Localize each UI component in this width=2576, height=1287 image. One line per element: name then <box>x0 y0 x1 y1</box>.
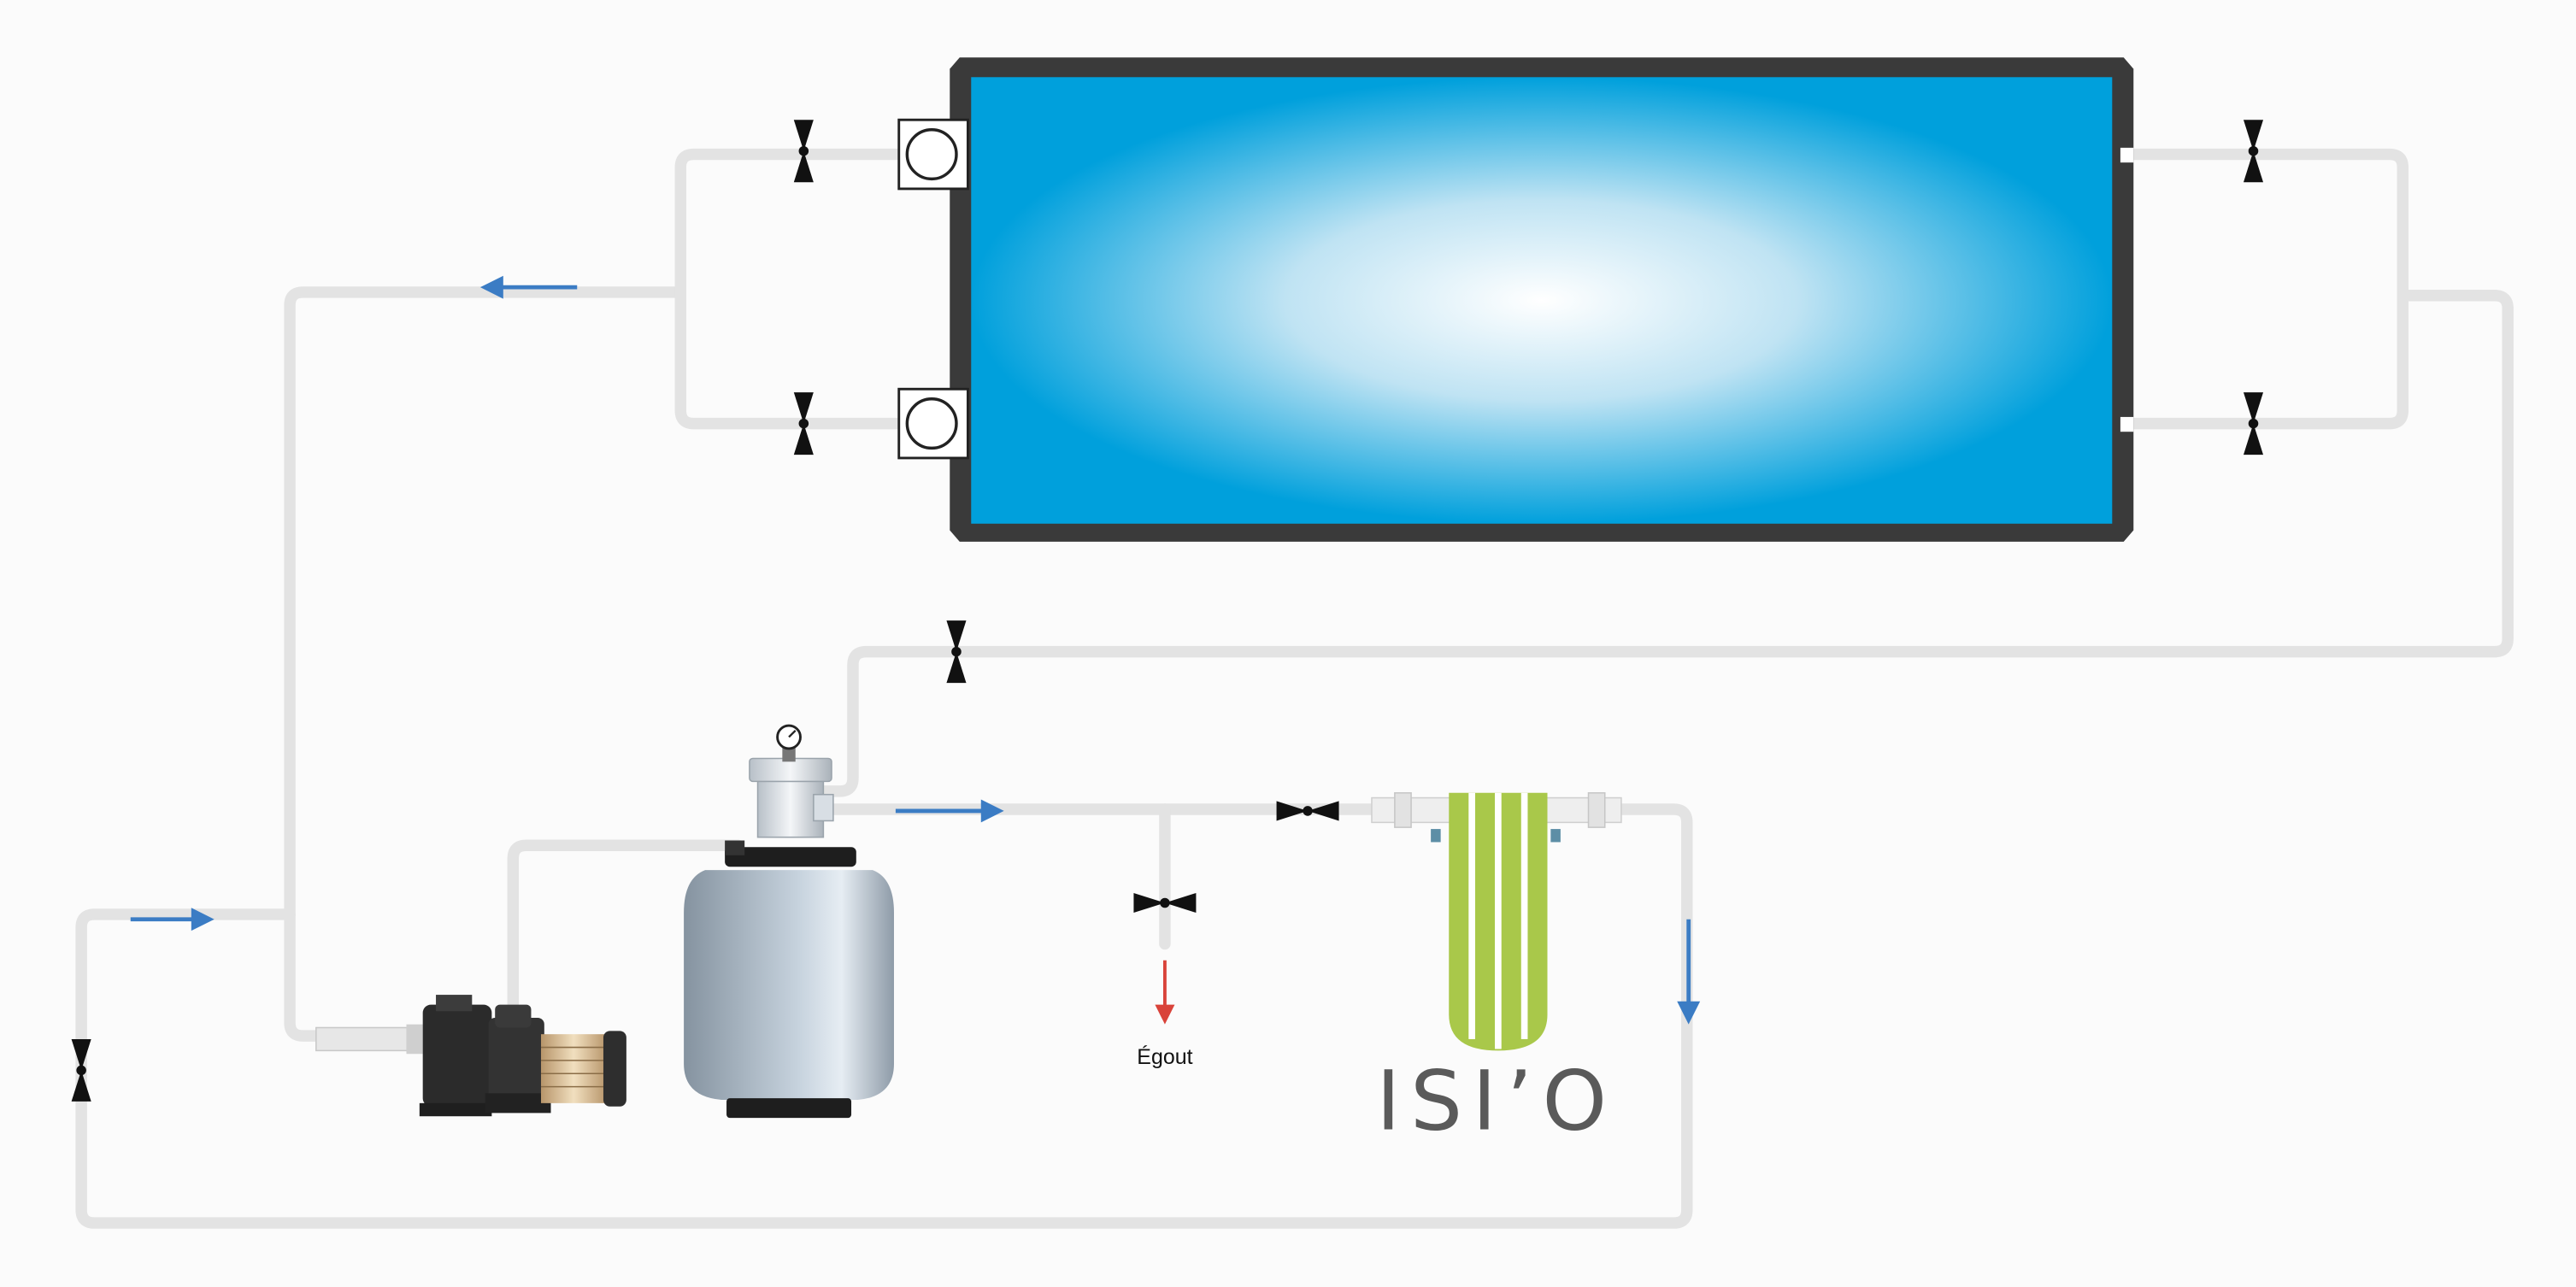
skimmer-icon <box>897 387 969 460</box>
isio-logo-text: ISI’O <box>1376 1054 1616 1149</box>
piping <box>75 148 2514 1229</box>
pool <box>897 57 2134 542</box>
flow-arrows <box>130 275 1701 1025</box>
return-inlet-icon <box>2120 147 2134 163</box>
flow-arrow-icon <box>130 908 215 931</box>
valve-icon <box>2243 392 2264 455</box>
valve-icon <box>2243 120 2264 183</box>
skimmer-icon <box>897 118 969 191</box>
flow-arrow-icon <box>895 799 1004 823</box>
pipe-filter-to-isio <box>75 803 1693 1229</box>
pipe-collector-to-pump <box>284 286 686 1042</box>
valve-icon <box>71 1038 91 1102</box>
drain-arrow-icon <box>1155 960 1175 1025</box>
pipe-right-to-filter-return <box>814 290 2514 797</box>
pipe-pool-right <box>2119 148 2409 430</box>
valves <box>71 120 2264 1102</box>
valve-icon <box>793 120 814 183</box>
valve-icon <box>946 620 967 684</box>
pump <box>315 995 626 1117</box>
sand-filter <box>684 724 894 1119</box>
isio-unit: ISI’O <box>1371 792 1622 1149</box>
drain-label: Égout <box>1137 1044 1192 1069</box>
flow-arrow-icon <box>1677 919 1701 1025</box>
pipe-collector-upper <box>674 148 909 430</box>
pressure-gauge-icon <box>776 724 802 750</box>
pool-water <box>971 77 2113 524</box>
valve-icon <box>1133 892 1197 914</box>
return-inlet-icon <box>2120 416 2134 432</box>
flow-arrow-icon <box>479 275 578 299</box>
valve-icon <box>793 392 814 455</box>
pipe-pump-to-filter <box>507 839 744 1011</box>
valve-icon <box>1276 801 1339 821</box>
